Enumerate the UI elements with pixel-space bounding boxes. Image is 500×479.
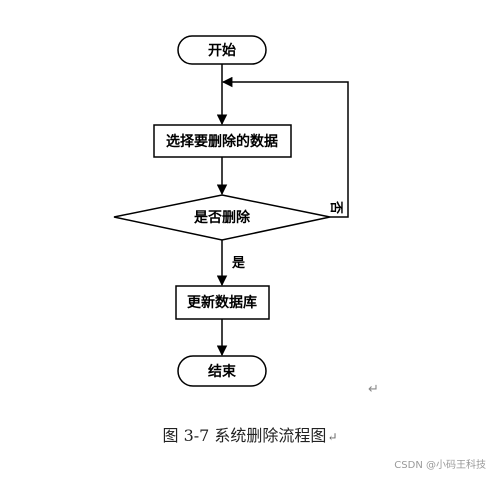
- arrow-no-loop: [221, 76, 349, 218]
- end-node: 结束: [177, 355, 267, 387]
- select-data-label: 选择要删除的数据: [166, 133, 278, 150]
- select-data-node: 选择要删除的数据: [153, 124, 292, 158]
- end-node-label: 结束: [208, 363, 237, 380]
- update-database-label: 更新数据库: [187, 294, 257, 311]
- decision-node: 是否删除: [113, 194, 331, 241]
- update-database-node: 更新数据库: [175, 285, 270, 320]
- watermark: CSDN @小码王科技: [394, 460, 486, 471]
- start-node-label: 开始: [208, 42, 236, 59]
- yes-label: 是: [231, 256, 246, 271]
- no-label: 否: [328, 200, 343, 214]
- start-node: 开始: [177, 35, 267, 65]
- caption-return-mark: ↵: [327, 430, 338, 444]
- paragraph-return-mark: ↵: [368, 382, 379, 397]
- figure-caption: 图 3-7 系统删除流程图↵: [0, 422, 500, 446]
- decision-label: 是否删除: [194, 209, 251, 226]
- figure-caption-text: 图 3-7 系统删除流程图: [162, 426, 327, 445]
